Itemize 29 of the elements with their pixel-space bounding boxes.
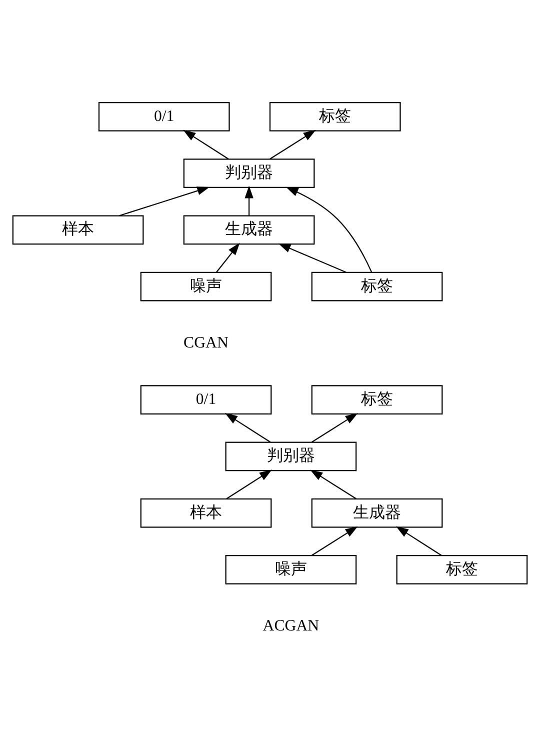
arrow bbox=[244, 185, 254, 216]
arrow bbox=[270, 129, 316, 159]
arrow bbox=[278, 242, 346, 272]
node-box: 生成器 bbox=[183, 214, 315, 244]
arrow bbox=[311, 526, 358, 556]
node-box: 判别器 bbox=[183, 158, 315, 188]
arrow bbox=[224, 412, 271, 442]
label: CGAN bbox=[184, 334, 228, 351]
arrow bbox=[310, 469, 356, 499]
node-box: 判别器 bbox=[225, 441, 357, 471]
node-box: 标签 bbox=[311, 271, 443, 301]
arrow bbox=[226, 469, 272, 499]
node-box: 0/1 bbox=[140, 384, 272, 414]
node-box: 标签 bbox=[269, 101, 401, 131]
node-box: 标签 bbox=[311, 384, 443, 414]
arrow bbox=[183, 129, 229, 159]
arrow bbox=[119, 186, 210, 216]
node-box: 噪声 bbox=[140, 271, 272, 301]
arrow bbox=[286, 186, 372, 272]
node-box: 样本 bbox=[140, 498, 272, 528]
node-box: 噪声 bbox=[225, 554, 357, 584]
node-box: 生成器 bbox=[311, 498, 443, 528]
node-box: 标签 bbox=[396, 554, 528, 584]
node-box: 0/1 bbox=[98, 101, 230, 131]
arrow bbox=[311, 412, 358, 442]
arrow bbox=[396, 526, 442, 556]
node-box: 样本 bbox=[12, 214, 144, 244]
arrow bbox=[216, 242, 240, 272]
label: ACGAN bbox=[262, 617, 320, 634]
